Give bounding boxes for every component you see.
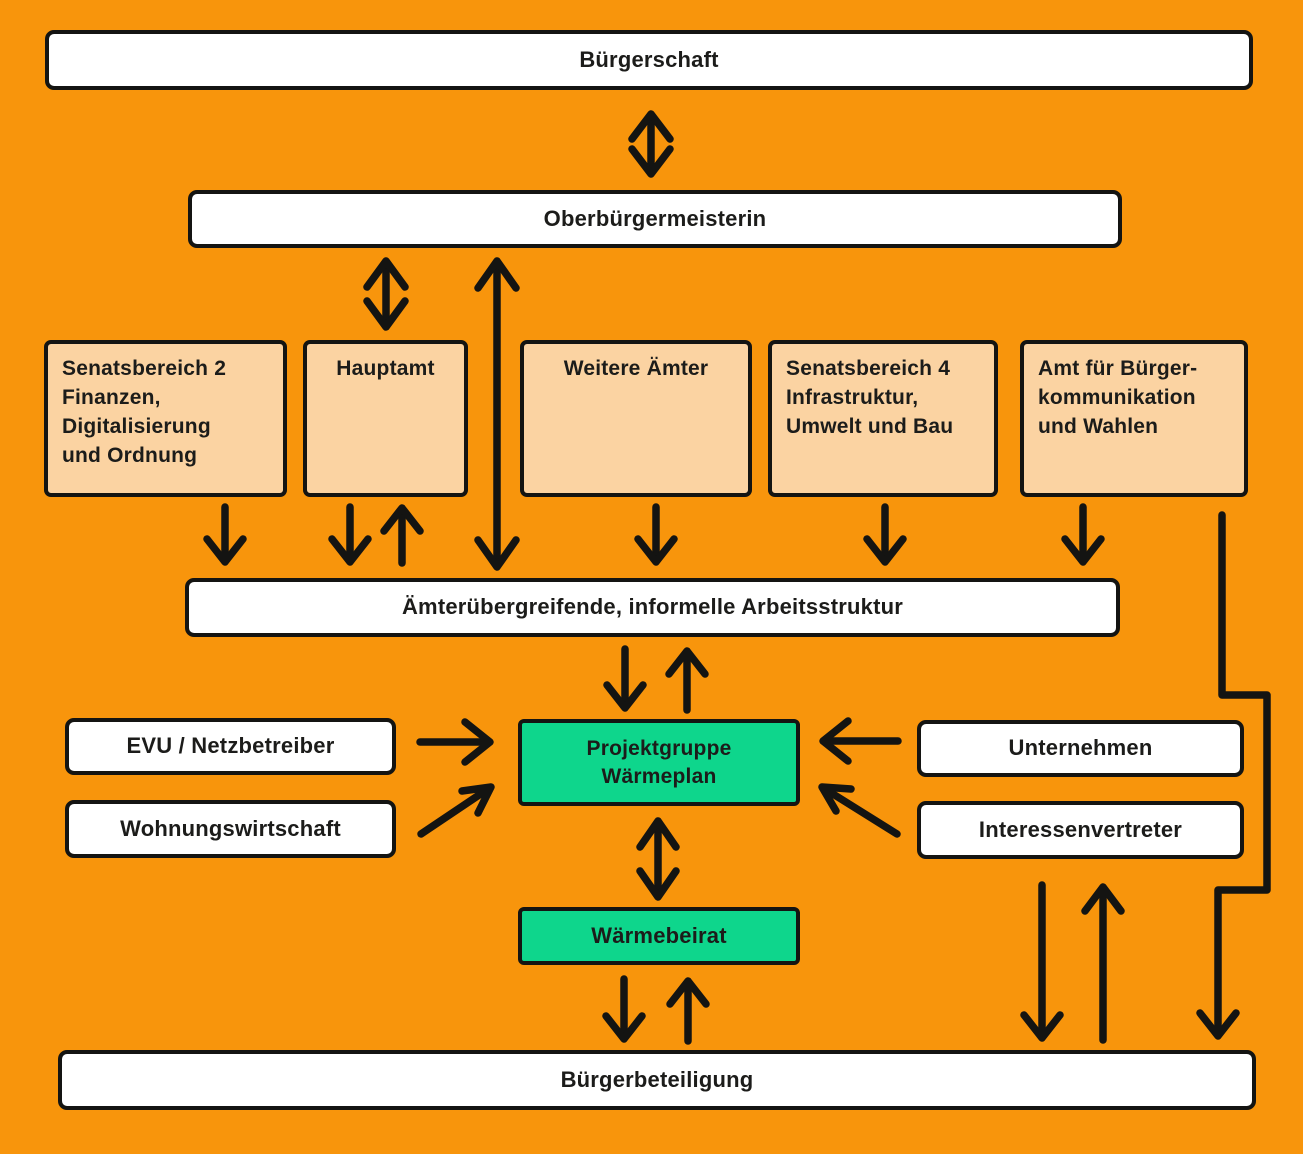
arrow-wohnungswirtschaft-projektgruppe — [417, 783, 495, 838]
arrow-waermebeirat-buergerbeteiligung — [602, 975, 646, 1043]
node-amt-buergerkommunikation: Amt für Bürger- kommunikation und Wahlen — [1020, 340, 1248, 497]
node-buergerbeteiligung-label: Bürgerbeteiligung — [560, 1066, 754, 1092]
node-interessenvertreter-label: Interessenvertreter — [978, 816, 1183, 842]
node-amt-buergerkommunikation-label: Amt für Bürger- kommunikation und Wahlen — [1038, 357, 1198, 438]
node-hauptamt-label: Hauptamt — [336, 357, 435, 380]
node-evu-netzbetreiber: EVU / Netzbetreiber — [65, 718, 396, 775]
arrow-projektgruppe-arbeitsstruktur — [665, 647, 709, 714]
arrow-arbeitsstruktur-projektgruppe — [603, 645, 647, 712]
arrow-amt-buerger-buergerbeteiligung — [1196, 511, 1271, 1040]
arrow-buergerschaft-oberbuergermeisterin — [628, 110, 674, 178]
node-projektgruppe-waermeplan: Projektgruppe Wärmeplan — [518, 719, 800, 806]
node-arbeitsstruktur-label: Ämterübergreifende, informelle Arbeitsst… — [401, 594, 904, 620]
arrow-evu-projektgruppe — [416, 718, 494, 766]
arrow-amt-buerger-arbeitsstruktur — [1061, 503, 1105, 566]
node-unternehmen-label: Unternehmen — [1008, 735, 1153, 761]
node-buergerbeteiligung: Bürgerbeteiligung — [58, 1050, 1256, 1110]
arrow-interessenvertreter-buergerbeteiligung — [1020, 881, 1064, 1042]
arrow-hauptamt-arbeitsstruktur — [328, 503, 372, 566]
arrow-oberbuergermeisterin-arbeitsstruktur — [474, 257, 520, 571]
arrow-projektgruppe-waermebeirat — [636, 817, 680, 901]
node-evu-netzbetreiber-label: EVU / Netzbetreiber — [126, 733, 335, 759]
arrow-unternehmen-projektgruppe — [819, 717, 902, 765]
node-waermebeirat: Wärmebeirat — [518, 907, 800, 965]
node-unternehmen: Unternehmen — [917, 720, 1244, 777]
node-wohnungswirtschaft-label: Wohnungswirtschaft — [120, 815, 341, 841]
arrow-senatsbereich4-arbeitsstruktur — [863, 503, 907, 566]
arrow-interessenvertreter-projektgruppe — [818, 783, 901, 838]
arrow-oberbuergermeisterin-hauptamt — [363, 257, 409, 331]
node-weitere-aemter: Weitere Ämter — [520, 340, 752, 497]
arrow-buergerbeteiligung-interessenvertreter — [1081, 883, 1125, 1044]
node-arbeitsstruktur: Ämterübergreifende, informelle Arbeitsst… — [185, 578, 1120, 637]
node-hauptamt: Hauptamt — [303, 340, 468, 497]
arrow-senatsbereich2-arbeitsstruktur — [203, 503, 247, 566]
node-buergerschaft-label: Bürgerschaft — [579, 46, 719, 72]
arrow-weitere-aemter-arbeitsstruktur — [634, 503, 678, 566]
node-projektgruppe-waermeplan-label: Projektgruppe Wärmeplan — [586, 737, 732, 788]
node-buergerschaft: Bürgerschaft — [45, 30, 1253, 90]
node-weitere-aemter-label: Weitere Ämter — [563, 357, 709, 380]
arrow-arbeitsstruktur-hauptamt — [380, 504, 424, 567]
node-oberbuergermeisterin-label: Oberbürgermeisterin — [543, 205, 767, 231]
node-wohnungswirtschaft: Wohnungswirtschaft — [65, 800, 396, 858]
arrow-buergerbeteiligung-waermebeirat — [666, 977, 710, 1045]
node-oberbuergermeisterin: Oberbürgermeisterin — [188, 190, 1122, 248]
node-interessenvertreter: Interessenvertreter — [917, 801, 1244, 859]
node-waermebeirat-label: Wärmebeirat — [591, 922, 727, 948]
